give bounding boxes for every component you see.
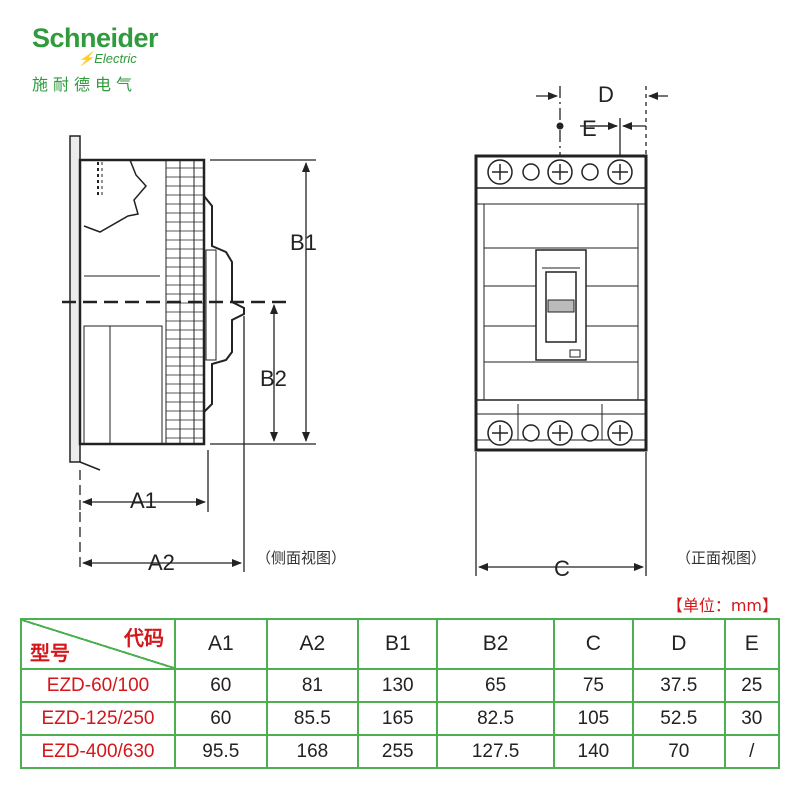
- model-cell: EZD-400/630: [20, 734, 176, 769]
- top-terminals: [487, 159, 633, 185]
- table-cell: 52.5: [631, 701, 726, 736]
- dim-label-a2: A2: [148, 550, 175, 575]
- table-cell: 255: [357, 734, 439, 769]
- table-cell: 82.5: [436, 701, 555, 736]
- table-cell: 70: [631, 734, 726, 769]
- corner-label-model: 型号: [30, 641, 70, 665]
- column-header-a1: A1: [174, 618, 268, 670]
- side-dimensions: [79, 159, 316, 572]
- table-cell: 65: [436, 668, 555, 703]
- column-header-b1: B1: [357, 618, 439, 670]
- dimension-table: 代码 型号 A1 A2 B1 B2 C D E EZD-60/100 60 81…: [20, 618, 781, 769]
- dim-label-a1: A1: [130, 488, 157, 513]
- corner-label-code: 代码: [124, 626, 164, 650]
- brand-sub: ⚡Electric: [78, 51, 137, 67]
- table-cell: 60: [174, 668, 268, 703]
- table-cell: 105: [552, 701, 634, 736]
- unit-note: 【单位：mm】: [666, 596, 778, 615]
- brand-name: Schneider: [32, 23, 159, 53]
- column-header-e: E: [723, 618, 781, 670]
- front-dimensions: [475, 86, 668, 576]
- model-cell: EZD-125/250: [20, 701, 176, 736]
- table-cell: /: [723, 734, 781, 769]
- side-view: [62, 135, 290, 471]
- brand-bolt-icon: ⚡: [78, 51, 95, 66]
- table-cell: 81: [265, 668, 360, 703]
- brand-logo: Schneider ⚡Electric 施耐德电气: [32, 23, 159, 94]
- dim-label-d: D: [598, 82, 614, 107]
- front-view: [474, 154, 648, 452]
- table-row: EZD-60/100 60 81 130 65 75 37.5 25: [20, 668, 781, 703]
- dim-label-b1: B1: [290, 230, 317, 255]
- dimension-drawing: B1 B2 A1 A2 （侧面视图）: [62, 82, 766, 581]
- table-cell: 37.5: [631, 668, 726, 703]
- column-header-d: D: [631, 618, 726, 670]
- column-header-a2: A2: [265, 618, 360, 670]
- dim-label-b2: B2: [260, 366, 287, 391]
- table-row: EZD-400/630 95.5 168 255 127.5 140 70 /: [20, 734, 781, 769]
- handle-window: [535, 249, 587, 361]
- table-cell: 30: [723, 701, 781, 736]
- brand-sub-text: Electric: [94, 51, 137, 66]
- table-cell: 168: [265, 734, 360, 769]
- table-cell: 140: [552, 734, 634, 769]
- column-header-b2: B2: [436, 618, 555, 670]
- table-header-row: 代码 型号 A1 A2 B1 B2 C D E: [20, 618, 781, 670]
- column-header-c: C: [552, 618, 634, 670]
- mounting-plate: [69, 135, 81, 463]
- breaker-body-front: [474, 154, 648, 452]
- bottom-terminals: [487, 420, 633, 446]
- model-cell: EZD-60/100: [20, 668, 176, 703]
- table-cell: 25: [723, 668, 781, 703]
- table-cell: 75: [552, 668, 634, 703]
- table-cell: 127.5: [436, 734, 555, 769]
- front-view-caption: （正面视图）: [676, 549, 766, 567]
- table-row: EZD-125/250 60 85.5 165 82.5 105 52.5 30: [20, 701, 781, 736]
- breaker-body-side: [78, 158, 206, 446]
- table-cell: 95.5: [174, 734, 268, 769]
- table-cell: 130: [357, 668, 439, 703]
- side-view-caption: （侧面视图）: [256, 549, 346, 567]
- brand-chinese-name: 施耐德电气: [32, 75, 138, 94]
- table-cell: 85.5: [265, 701, 360, 736]
- dim-label-e: E: [582, 116, 597, 141]
- dim-label-c: C: [554, 556, 570, 581]
- table-corner-cell: 代码 型号: [20, 618, 176, 670]
- center-mark: [556, 122, 564, 130]
- table-cell: 60: [174, 701, 268, 736]
- table-cell: 165: [357, 701, 439, 736]
